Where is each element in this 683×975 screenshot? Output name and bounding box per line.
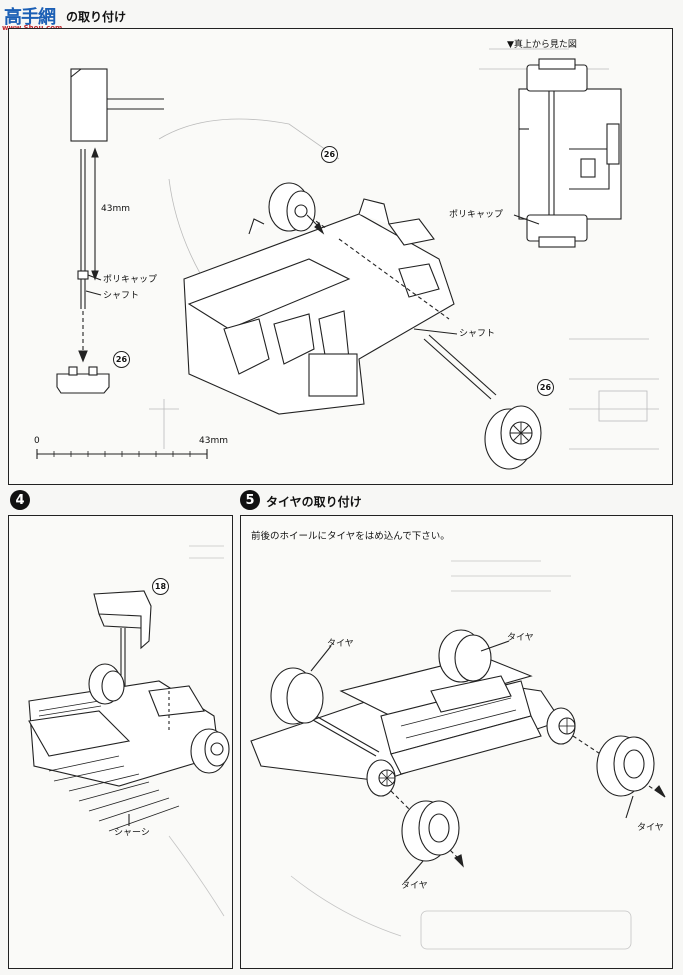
step3-panel: ▼真上から見た図 43mm ポリキャップ シャフト 26 26 26 0 43m… <box>8 28 673 485</box>
watermark-glyphs: 高手網 <box>4 7 56 28</box>
polycap-label-right: ポリキャップ <box>449 210 504 220</box>
polycap-label-left: ポリキャップ <box>103 275 158 285</box>
step5-number: 5 <box>240 490 260 510</box>
step5-title: タイヤの取り付け <box>266 495 362 509</box>
scale-end-label: 43mm <box>199 436 228 446</box>
tire-label-rear-right: タイヤ <box>507 633 534 643</box>
step4-panel: 18 シャーシ <box>8 515 233 969</box>
tire-label-front-left: タイヤ <box>401 881 428 891</box>
step5-panel: 前後のホイールにタイヤをはめ込んで下さい。 タイヤ タイヤ タイヤ タイヤ <box>240 515 673 969</box>
step5-drawing <box>250 560 666 950</box>
top-view-label: ▼真上から見た図 <box>507 40 577 50</box>
part-number-18: 18 <box>152 578 169 595</box>
scale-start-label: 0 <box>34 436 40 446</box>
step3-drawing <box>36 48 659 470</box>
part-number-26-left: 26 <box>113 351 130 368</box>
chassis-label: シャーシ <box>114 828 150 838</box>
step4-number: 4 <box>10 490 30 510</box>
shaft-label-left: シャフト <box>103 291 140 301</box>
step5-instruction: 前後のホイールにタイヤをはめ込んで下さい。 <box>251 531 450 542</box>
shaft-label-right: シャフト <box>459 329 496 339</box>
part-number-26-top: 26 <box>321 146 338 163</box>
tire-label-front-right: タイヤ <box>637 823 664 833</box>
tire-label-rear-left: タイヤ <box>327 639 354 649</box>
step4-drawing <box>28 545 230 917</box>
part-number-26-bottom: 26 <box>537 379 554 396</box>
shaft-length-label: 43mm <box>101 204 130 214</box>
step3-title: の取り付け <box>66 10 127 24</box>
